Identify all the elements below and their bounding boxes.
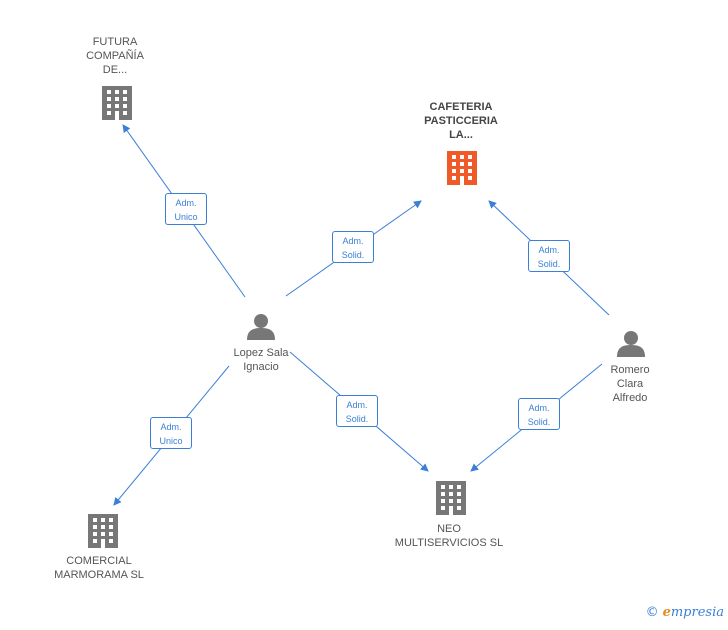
node-label-cafeteria[interactable]: CAFETERIA PASTICCERIA LA... — [424, 101, 498, 141]
footer-brand: ©empresia — [646, 604, 724, 620]
edge-label-romero-cafeteria[interactable]: Adm. Solid. — [528, 240, 570, 272]
node-label-neo[interactable]: NEO MULTISERVICIOS SL — [394, 523, 504, 549]
node-label-lopez[interactable]: Lopez Sala Ignacio — [233, 347, 289, 373]
building-icon[interactable] — [102, 86, 132, 120]
node-label-romero[interactable]: Romero Clara Alfredo — [610, 364, 650, 404]
building-icon[interactable] — [88, 514, 118, 548]
brand-logo: empresia — [662, 605, 724, 620]
edge-label-lopez-neo[interactable]: Adm. Solid. — [336, 395, 378, 427]
person-icon[interactable] — [247, 314, 275, 340]
node-label-comercial[interactable]: COMERCIAL MARMORAMA SL — [54, 555, 144, 581]
edge-label-romero-neo[interactable]: Adm. Solid. — [518, 398, 560, 430]
edge-label-lopez-futura[interactable]: Adm. Unico — [165, 193, 207, 225]
edge-label-lopez-cafeteria[interactable]: Adm. Solid. — [332, 231, 374, 263]
node-label-futura[interactable]: FUTURA COMPAÑÍA DE... — [86, 36, 144, 76]
edge-label-lopez-comercial[interactable]: Adm. Unico — [150, 417, 192, 449]
building-icon[interactable] — [436, 481, 466, 515]
building-icon-highlight[interactable] — [447, 151, 477, 185]
person-icon[interactable] — [617, 331, 645, 357]
copyright-icon: © — [645, 605, 659, 620]
